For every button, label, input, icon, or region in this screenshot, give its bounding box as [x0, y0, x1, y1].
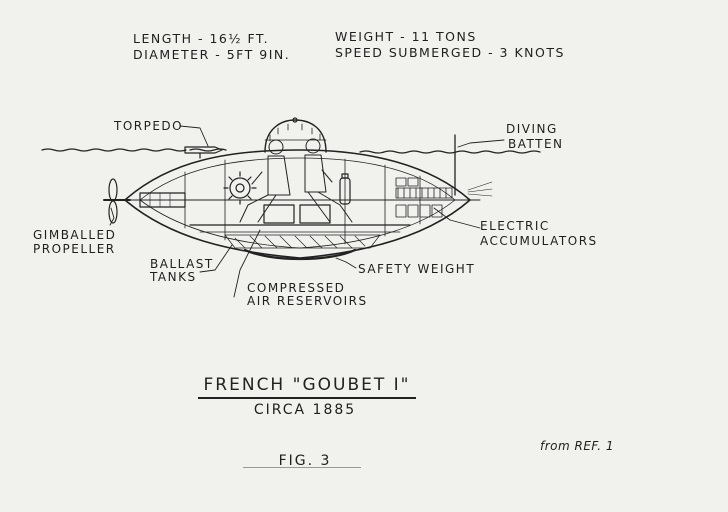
figure-underline	[243, 467, 361, 468]
gear-wheel	[223, 171, 257, 205]
electric-accumulators	[395, 177, 453, 218]
label-ballast-1: BALLAST	[150, 257, 214, 271]
drawing-title: FRENCH "GOUBET I"	[203, 375, 411, 395]
leader-compressed	[233, 229, 261, 298]
label-gimballed-1: GIMBALLED	[33, 228, 117, 242]
label-safety-weight: SAFETY WEIGHT	[358, 262, 476, 276]
label-ballast-2: TANKS	[150, 270, 197, 284]
crew-figure-left	[239, 139, 291, 223]
spec-diameter: DIAMETER - 5FT 9IN.	[133, 47, 291, 62]
label-compressed-1: COMPRESSED	[247, 281, 346, 295]
leader-electric	[433, 207, 481, 229]
leader-ballast	[199, 244, 233, 273]
label-diving-1: DIVING	[506, 122, 558, 136]
hull-outline	[124, 149, 471, 259]
figure-number: FIG. 3	[278, 453, 332, 469]
label-diving-2: BATTEN	[508, 137, 564, 151]
water-surface-line	[41, 148, 187, 152]
spec-length: LENGTH - 16½ FT.	[133, 31, 270, 46]
leader-safety-weight	[335, 257, 357, 269]
reference-note: from REF. 1	[540, 439, 615, 453]
conning-dome	[264, 119, 327, 153]
torpedo	[184, 146, 223, 154]
label-electric-1: ELECTRIC	[480, 219, 550, 233]
label-compressed-2: AIR RESERVOIRS	[247, 294, 368, 308]
drawing-subtitle: CIRCA 1885	[253, 402, 357, 418]
crew-figure-right	[304, 138, 353, 223]
label-gimballed-2: PROPELLER	[33, 242, 116, 256]
leader-propeller	[109, 207, 115, 226]
spec-weight: WEIGHT - 11 TONS	[335, 29, 477, 44]
title-underline	[198, 397, 416, 399]
label-electric-2: ACCUMULATORS	[480, 234, 598, 248]
leader-torpedo	[179, 125, 209, 147]
leader-diving-batten	[457, 139, 505, 148]
safety-weight	[243, 248, 357, 261]
spec-speed: SPEED SUBMERGED - 3 KNOTS	[335, 45, 565, 60]
gimballed-propeller	[103, 178, 131, 224]
label-torpedo: TORPEDO	[114, 119, 184, 133]
